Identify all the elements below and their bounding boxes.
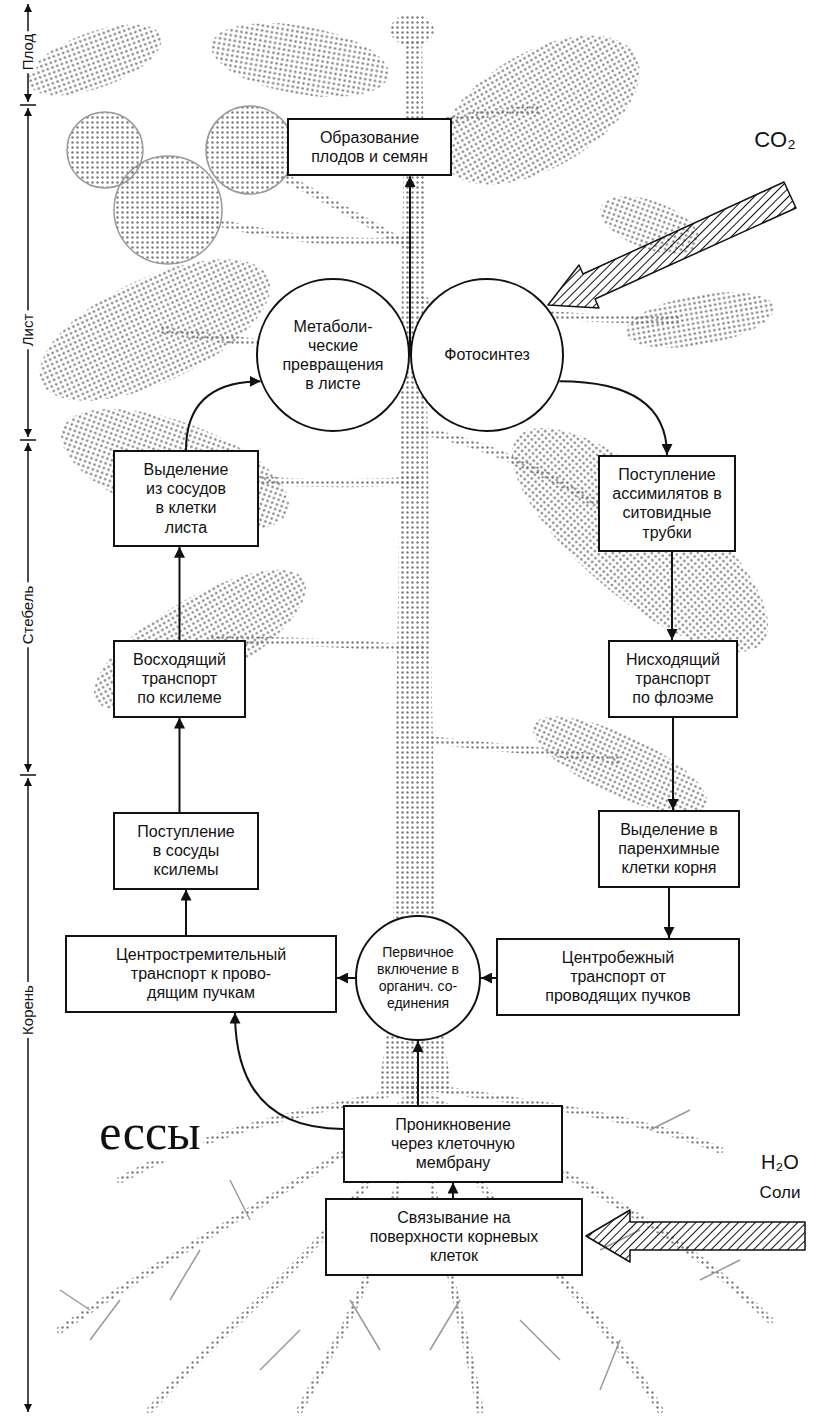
process-box: Восходящий транспорт по ксилеме <box>113 640 246 718</box>
title-fragment: ессы <box>96 1105 203 1160</box>
flow-arrow <box>185 890 187 935</box>
text-group: Центробежный транспорт от проводящих пуч… <box>538 948 698 1006</box>
node-text: Первичное включение в органич. со- едине… <box>370 944 466 1011</box>
flow-arrow <box>235 1013 343 1129</box>
organ-axis <box>27 108 29 437</box>
organ-label: Стебель <box>20 583 37 648</box>
text-group: Выделение из сосудов в клетки листа <box>141 460 231 537</box>
text-group: Связывание на поверхности корневых клето… <box>354 1208 554 1266</box>
flow-arrow <box>452 1183 454 1198</box>
plant-leaf <box>46 384 304 556</box>
flow-arrow <box>481 977 496 979</box>
organ-label: Лист <box>20 311 37 350</box>
text-group: Поступление ассимилятов в ситовидные тру… <box>604 465 730 542</box>
node-text: Центростремительный транспорт к прово- д… <box>112 945 290 1003</box>
process-box: Поступление ассимилятов в ситовидные тру… <box>598 455 736 552</box>
process-box: Нисходящий транспорт по флоэме <box>608 640 738 718</box>
process-box: Выделение из сосудов в клетки листа <box>113 450 259 547</box>
organ-axis <box>20 774 36 776</box>
process-box: Центростремительный транспорт к прово- д… <box>65 935 337 1013</box>
node-text: Поступление в сосуды ксилемы <box>133 822 239 880</box>
flow-arrow <box>409 176 411 355</box>
flow-arrow <box>417 1041 419 1105</box>
circle-outline <box>257 279 409 431</box>
text-group: Восходящий транспорт по ксилеме <box>133 650 227 708</box>
node-text: Поступление ассимилятов в ситовидные тру… <box>604 465 730 542</box>
node-text: Образование плодов и семян <box>300 128 440 166</box>
process-box: Проникновение через клеточную мембрану <box>343 1105 563 1183</box>
plant-leaf <box>205 11 394 109</box>
process-box: Центробежный транспорт от проводящих пуч… <box>496 938 740 1016</box>
flow-arrow <box>337 977 355 979</box>
plant-fruit <box>67 106 294 264</box>
organ-axis <box>20 439 36 441</box>
process-box: Связывание на поверхности корневых клето… <box>325 1198 583 1276</box>
flow-arrow <box>672 718 674 810</box>
organ-axis <box>27 778 29 1412</box>
organ-label: Корень <box>20 982 37 1038</box>
process-box: Поступление в сосуды ксилемы <box>113 812 259 890</box>
text-group: Первичное включение в органич. со- едине… <box>370 944 466 1011</box>
node-text: Связывание на поверхности корневых клето… <box>354 1208 554 1266</box>
text-group: Проникновение через клеточную мембрану <box>376 1115 531 1173</box>
flow-arrow <box>179 718 181 812</box>
flow-arrow <box>409 176 411 355</box>
node-text: Нисходящий транспорт по флоэме <box>626 650 721 708</box>
input-label: Соли <box>757 1184 804 1203</box>
text-group: Центростремительный транспорт к прово- д… <box>112 945 290 1003</box>
node-text: Фотосинтез <box>427 345 547 364</box>
plant-leaf <box>416 5 665 215</box>
organ-axis <box>20 4 36 1412</box>
text-group: Образование плодов и семян <box>300 128 440 166</box>
organ-axis <box>20 104 36 106</box>
node-text: Центробежный транспорт от проводящих пуч… <box>538 948 698 1006</box>
text-group: Нисходящий транспорт по флоэме <box>626 650 721 708</box>
input-label: H₂O <box>758 1151 802 1173</box>
organ-label: Плод <box>20 31 37 73</box>
circle-outline <box>356 916 480 1040</box>
flow-arrow <box>179 547 181 640</box>
flow-arrow <box>668 888 670 938</box>
node-text: Проникновение через клеточную мембрану <box>376 1115 531 1173</box>
text-group: Метаболи- ческие превращения в листе <box>280 317 386 394</box>
process-box: Образование плодов и семян <box>287 118 452 176</box>
plant-leaf <box>622 282 778 357</box>
flow-arrow <box>671 552 673 640</box>
node-text: Восходящий транспорт по ксилеме <box>133 650 227 708</box>
process-circle: Метаболи- ческие превращения в листе <box>256 278 410 432</box>
circle-outline <box>411 279 563 431</box>
circle-outline <box>256 278 410 432</box>
text-group: Фотосинтез <box>427 345 547 364</box>
plant-fruit <box>206 106 294 194</box>
plant-leaf <box>75 544 325 737</box>
process-box: Выделение в паренхимные клетки корня <box>598 810 740 888</box>
input-arrow <box>548 182 805 1262</box>
node-text: Метаболи- ческие превращения в листе <box>280 317 386 394</box>
input-arrow <box>586 1210 805 1262</box>
flow-arrow <box>186 381 261 450</box>
node-text: Выделение из сосудов в клетки листа <box>141 460 231 537</box>
text-group: Выделение в паренхимные клетки корня <box>609 820 729 878</box>
text-group: Поступление в сосуды ксилемы <box>133 822 239 880</box>
input-arrow <box>548 182 796 308</box>
node-text: Выделение в паренхимные клетки корня <box>609 820 729 878</box>
input-label: CO₂ <box>751 128 799 152</box>
plant-fruit <box>67 112 143 188</box>
flow-arrow <box>559 381 667 455</box>
process-circle: Первичное включение в органич. со- едине… <box>355 915 481 1041</box>
process-circle: Фотосинтез <box>410 278 564 432</box>
plant-leaf <box>20 10 171 111</box>
